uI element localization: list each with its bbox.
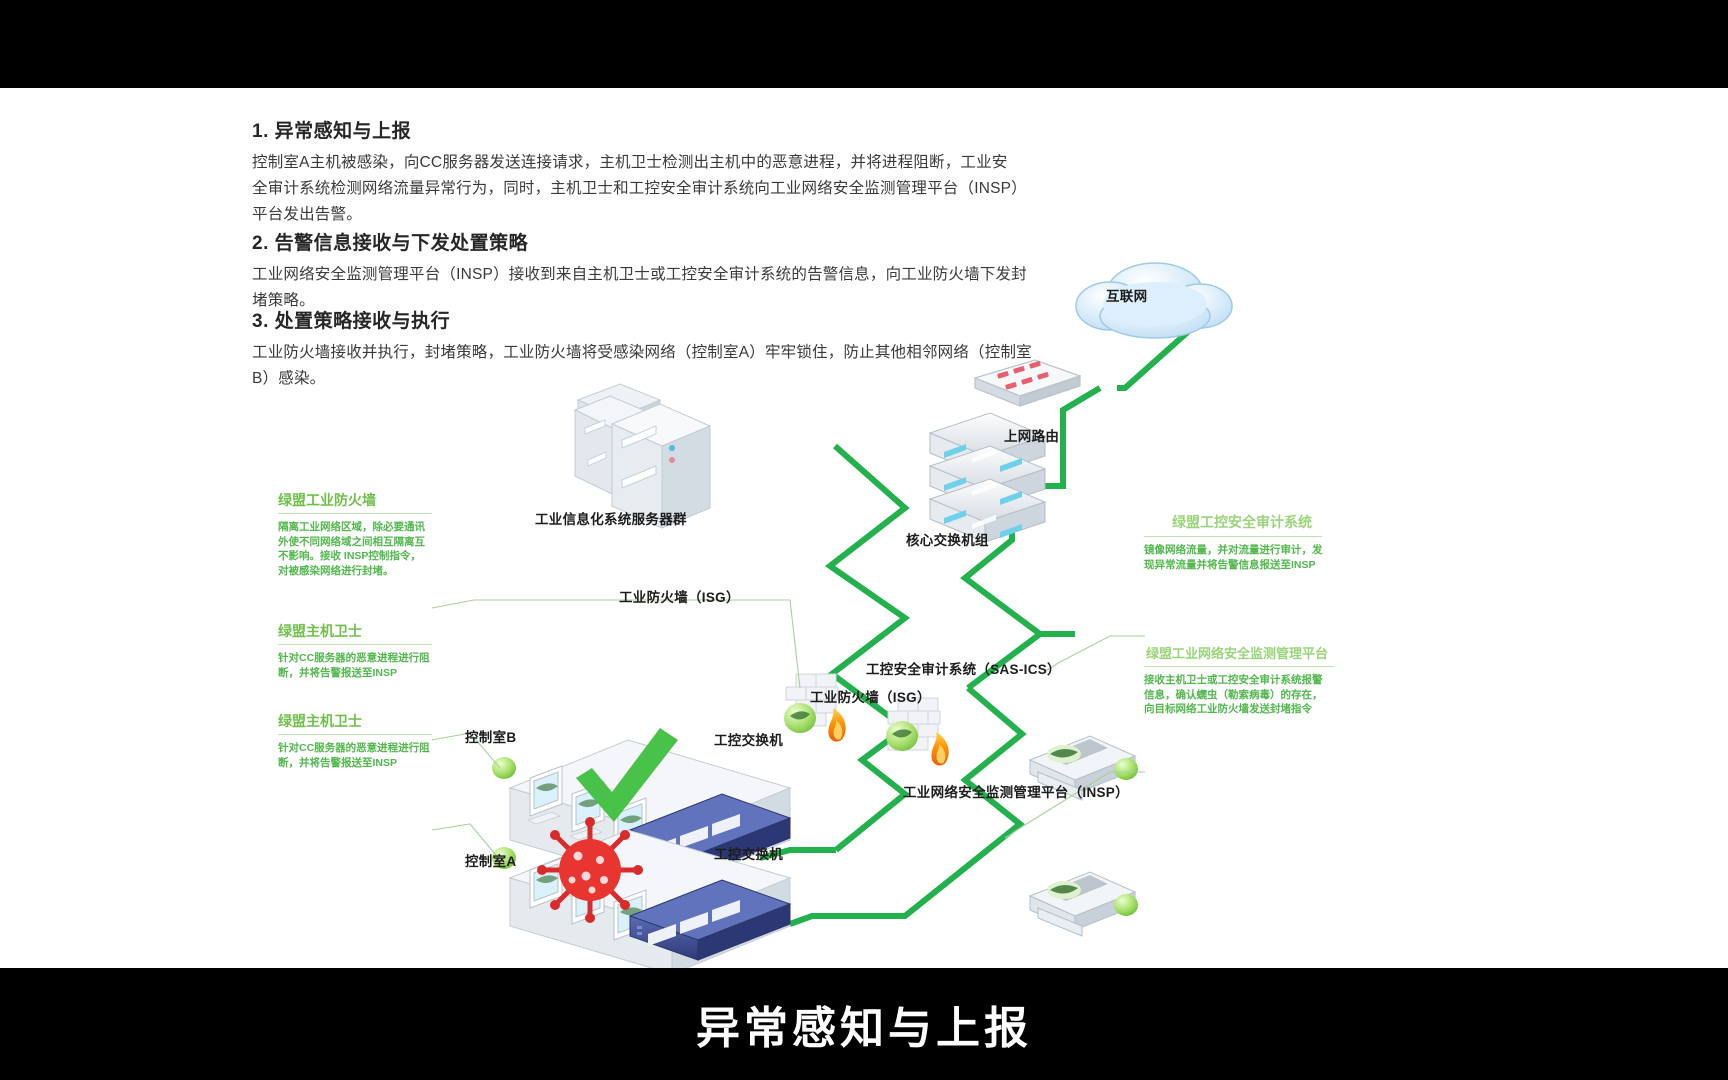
callout-rule-2	[278, 644, 432, 645]
internet-cloud-icon	[1075, 262, 1233, 339]
leader-firewall	[431, 599, 801, 689]
section-2-body: 工业网络安全监测管理平台（INSP）接收到来自主机卫士或工控安全审计系统的告警信…	[252, 266, 1027, 309]
label-switch-b: 工控交换机	[714, 733, 783, 748]
callout-body-host-guard-b: 针对CC服务器的恶意进程进行阻断，并将告警报送至INSP	[278, 652, 430, 679]
label-switch-a: 工控交换机	[714, 847, 783, 862]
callout-title-host-guard-a: 绿盟主机卫士	[278, 713, 362, 729]
firewall-top-icon	[784, 673, 846, 742]
label-insp-device: 工业网络安全监测管理平台（INSP）	[903, 785, 1129, 800]
virus-icon	[537, 817, 643, 923]
slide-caption: 异常感知与上报	[696, 1004, 1032, 1053]
callout-rule-5	[1144, 666, 1334, 667]
insp-device-icon	[1028, 871, 1138, 937]
label-control-room-b: 控制室B	[465, 730, 517, 745]
letterbox-bottom	[0, 968, 1728, 1080]
label-firewall-bottom: 工业防火墙（ISG）	[810, 690, 931, 705]
control-room-a-icon	[492, 817, 792, 968]
label-firewall-top: 工业防火墙（ISG）	[619, 590, 740, 605]
label-server-group: 工业信息化系统服务器群	[535, 512, 687, 527]
section-1-body: 控制室A主机被感染，向CC服务器发送连接请求，主机卫士检测出主机中的恶意进程，并…	[252, 154, 1020, 223]
section-2-heading: 2. 告警信息接收与下发处置策略	[252, 233, 529, 254]
server-group-icon	[573, 383, 712, 529]
label-router: 上网路由	[1004, 429, 1060, 444]
callout-body-ics-audit: 镜像网络流量，并对流量进行审计，发现异常流量并将告警信息报送至INSP	[1144, 544, 1323, 571]
link-branch-b	[834, 725, 910, 853]
firewall-bottom-icon	[886, 697, 949, 766]
callout-title-host-guard-b: 绿盟主机卫士	[278, 623, 362, 639]
label-audit-device: 工控安全审计系统（SAS-ICS）	[866, 662, 1061, 677]
callout-title-industrial-firewall: 绿盟工业防火墙	[278, 492, 376, 508]
callout-body-host-guard-a: 针对CC服务器的恶意进程进行阻断，并将告警报送至INSP	[278, 742, 430, 769]
link-router-internet	[1117, 327, 1192, 391]
section-1-heading: 1. 异常感知与上报	[252, 121, 412, 142]
label-control-room-a: 控制室A	[465, 854, 517, 869]
callout-body-industrial-firewall: 隔离工业网络区域，除必要通讯外使不同网络域之间相互隔离互不影响。接收 INSP控…	[278, 521, 425, 577]
callout-title-insp-platform: 绿盟工业网络安全监测管理平台	[1146, 646, 1329, 661]
section-3-heading: 3. 处置策略接收与执行	[252, 311, 451, 332]
callout-title-ics-audit: 绿盟工控安全审计系统	[1172, 514, 1312, 530]
control-room-b-icon	[492, 728, 792, 889]
link-branch-a	[788, 685, 1027, 927]
slide-canvas: 1. 异常感知与上报 控制室A主机被感染，向CC服务器发送连接请求，主机卫士检测…	[0, 88, 1728, 968]
callout-rule-1	[278, 513, 432, 514]
letterbox-top	[0, 0, 1728, 88]
label-internet: 互联网	[1106, 289, 1148, 304]
callout-body-insp-platform: 接收主机卫士或工控安全审计系统报警信息，确认蠕虫（勒索病毒）的存在，向目标网络工…	[1144, 674, 1323, 715]
label-core-switch: 核心交换机组	[906, 533, 989, 548]
callout-rule-4	[1144, 536, 1322, 537]
switch-a-icon	[628, 879, 792, 961]
callout-rule-3	[278, 734, 432, 735]
section-3-body: 工业防火墙接收并执行，封堵策略，工业防火墙将受感染网络（控制室A）牢牢锁住，防止…	[252, 344, 1032, 387]
